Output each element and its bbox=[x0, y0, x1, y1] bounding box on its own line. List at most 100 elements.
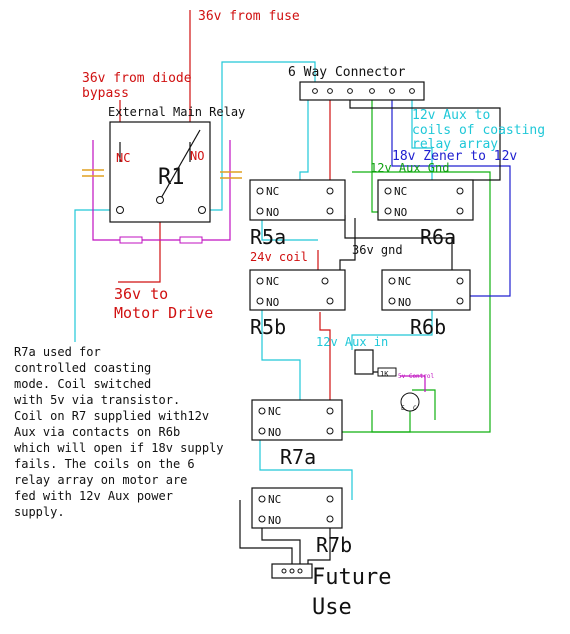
resistor-left bbox=[119, 236, 143, 244]
label-external-relay: External Main Relay bbox=[108, 105, 245, 119]
r5a-coil-a bbox=[326, 187, 334, 195]
label-aux-coasting-2: coils of coasting bbox=[412, 123, 545, 138]
r6b-no-terminal bbox=[388, 297, 396, 305]
future-connector bbox=[271, 563, 313, 579]
relay-r7b: NC NO R7b bbox=[251, 487, 352, 557]
wire-black-gnd bbox=[349, 90, 501, 181]
transistor-symbol bbox=[400, 392, 420, 412]
label-24v-coil: 24v coil bbox=[250, 250, 308, 264]
transistor-e-label: E bbox=[401, 405, 405, 412]
wire-mag-ctrl bbox=[400, 375, 426, 392]
note-line: fed with 12v Aux power bbox=[14, 489, 173, 503]
note-line: Coil on R7 supplied with12v bbox=[14, 409, 209, 423]
r7a-nc-label: NC bbox=[268, 405, 281, 418]
r6b-name-label: R6b bbox=[410, 315, 446, 339]
note-line: fails. The coils on the 6 bbox=[14, 457, 195, 471]
note-line: which will open if 18v supply bbox=[14, 441, 224, 455]
connector-pin-1 bbox=[312, 88, 318, 94]
relay-r6a-body bbox=[377, 179, 474, 221]
r5b-no-terminal bbox=[256, 297, 264, 305]
r1-no-label: NO bbox=[190, 149, 204, 163]
r5a-nc-terminal bbox=[256, 187, 264, 195]
r7b-no-label: NO bbox=[268, 514, 281, 527]
wire-cyan-r7 bbox=[259, 430, 353, 500]
label-diode-bypass-2: bypass bbox=[82, 86, 129, 101]
relay-r6a: NC NO R6a bbox=[377, 179, 474, 249]
wire-r5b-r7a bbox=[319, 312, 331, 410]
connector-pin-2 bbox=[327, 88, 333, 94]
r6b-coil-a bbox=[456, 277, 464, 285]
note-line: mode. Coil switched bbox=[14, 377, 151, 391]
wire-black-r7b-future bbox=[239, 500, 293, 566]
connector-pin-6 bbox=[409, 88, 415, 94]
label-aux-coasting-3: relay array bbox=[412, 137, 498, 152]
r7a-no-label: NO bbox=[268, 426, 281, 439]
r7a-coil-b bbox=[326, 427, 334, 435]
note-line: with 5v via transistor. bbox=[14, 393, 180, 407]
resistor-right bbox=[179, 236, 203, 244]
connector-pin-5 bbox=[389, 88, 395, 94]
label-motor-drive-1: 36v to bbox=[114, 285, 168, 303]
r6a-coil-a bbox=[456, 187, 464, 195]
r5a-coil-b bbox=[326, 207, 334, 215]
label-connector: 6 Way Connector bbox=[288, 65, 406, 80]
r7b-name-label: R7b bbox=[316, 533, 352, 557]
relay-r7b-body bbox=[251, 487, 343, 529]
wire-cyan-left bbox=[74, 209, 120, 342]
r7b-no-terminal bbox=[258, 515, 266, 523]
resistor-label: 1K bbox=[380, 370, 389, 378]
labels: 36v from fuse 36v from diode bypass Exte… bbox=[82, 9, 545, 620]
label-aux-gnd: 12v Aux Gnd bbox=[370, 161, 449, 175]
future-pin-3 bbox=[297, 568, 303, 574]
r5b-no-label: NO bbox=[266, 296, 279, 309]
control-label: 5v Control bbox=[398, 373, 435, 380]
r5a-no-label: NO bbox=[266, 206, 279, 219]
r1-common-terminal bbox=[156, 196, 164, 204]
r7a-no-terminal bbox=[258, 427, 266, 435]
label-zener: 18v Zener to 12v bbox=[392, 149, 517, 164]
relay-r7a-body bbox=[251, 399, 343, 441]
r6b-nc-terminal bbox=[388, 277, 396, 285]
wire-mag-left bbox=[92, 140, 231, 241]
wire-cyan-top bbox=[210, 61, 316, 211]
r5a-name-label: R5a bbox=[250, 225, 286, 249]
label-future-2: Use bbox=[312, 595, 352, 620]
relay-r1-body bbox=[109, 121, 211, 223]
relay-r7a: NC NO R7a bbox=[251, 399, 343, 469]
r1-nc-label: NC bbox=[116, 151, 130, 165]
future-pin-1 bbox=[281, 568, 287, 574]
connector-pin-3 bbox=[347, 88, 353, 94]
relay-r5b: NC NO R5b bbox=[249, 269, 346, 339]
control-box bbox=[354, 349, 374, 375]
label-motor-drive-2: Motor Drive bbox=[114, 304, 213, 322]
wire-green-gnd-right bbox=[352, 171, 491, 433]
r5b-nc-terminal bbox=[256, 277, 264, 285]
r5b-name-label: R5b bbox=[250, 315, 286, 339]
r5a-no-terminal bbox=[256, 207, 264, 215]
r6a-name-label: R6a bbox=[420, 225, 456, 249]
r7b-nc-terminal bbox=[258, 495, 266, 503]
note-line: R7a used for bbox=[14, 345, 101, 359]
r1-coil-terminal-b bbox=[198, 206, 206, 214]
relay-r5a: NC NO R5a bbox=[249, 179, 346, 249]
label-aux-coasting-1: 12v Aux to bbox=[412, 108, 490, 123]
note-block: R7a used for controlled coasting mode. C… bbox=[14, 345, 224, 519]
note-line: relay array on motor are bbox=[14, 473, 187, 487]
orange-wires bbox=[82, 169, 242, 179]
wire-cyan-aux-in bbox=[351, 296, 433, 350]
six-way-connector bbox=[299, 81, 425, 101]
transistor-c-label: C bbox=[413, 405, 417, 412]
relay-r1: NC NO R1 bbox=[109, 121, 211, 223]
wire-black-36v-gnd bbox=[344, 215, 453, 270]
r1-switch-arm bbox=[159, 129, 201, 201]
label-aux-in: 12v Aux in bbox=[316, 335, 388, 349]
r7a-name-label: R7a bbox=[280, 445, 316, 469]
r6a-nc-label: NC bbox=[394, 185, 407, 198]
r7b-coil-a bbox=[326, 495, 334, 503]
r6a-coil-b bbox=[456, 207, 464, 215]
r5b-coil-a bbox=[321, 277, 329, 285]
r5b-nc-label: NC bbox=[266, 275, 279, 288]
note-line: Aux via contacts on R6b bbox=[14, 425, 180, 439]
r6b-nc-label: NC bbox=[398, 275, 411, 288]
